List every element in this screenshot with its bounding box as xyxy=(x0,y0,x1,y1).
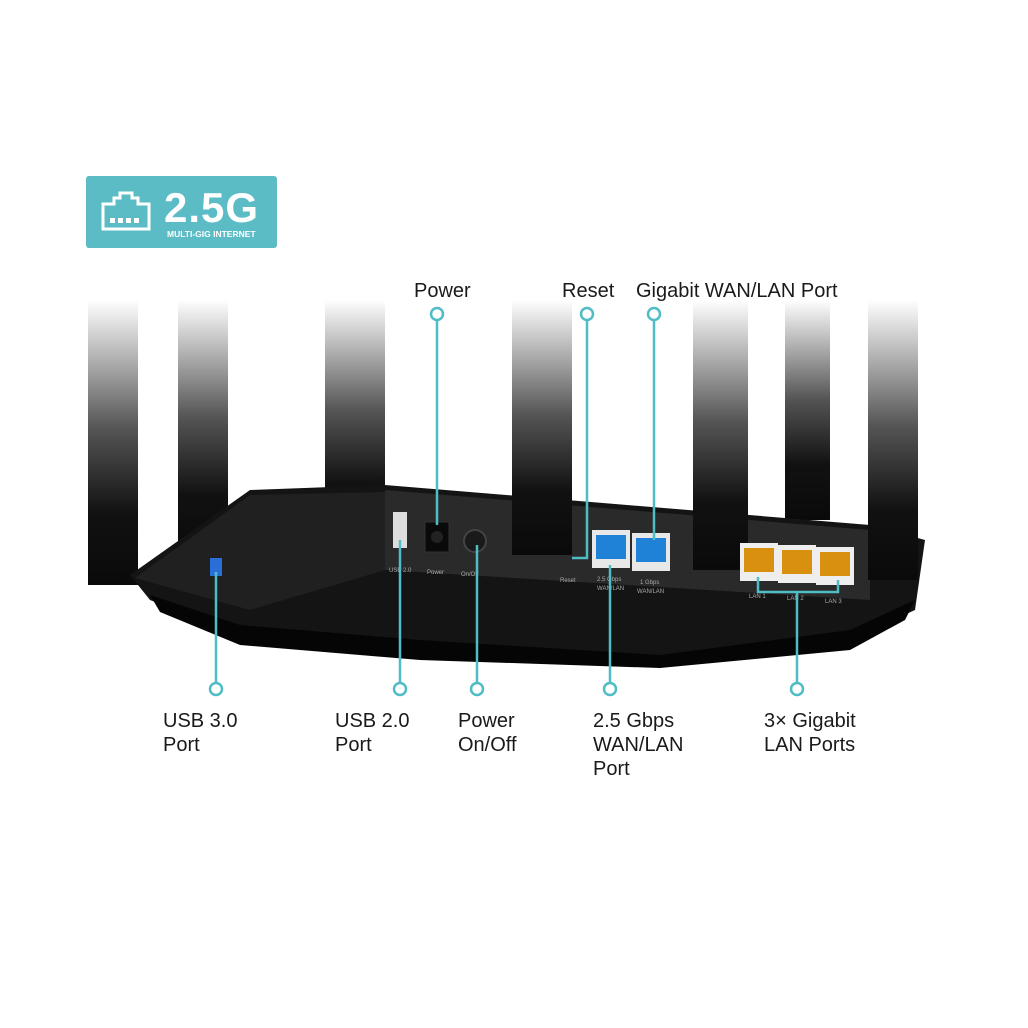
ethernet-port-icon xyxy=(101,191,151,231)
svg-text:1 Gbps: 1 Gbps xyxy=(640,580,659,586)
svg-text:WAN/LAN: WAN/LAN xyxy=(637,589,664,595)
callout-dot-power xyxy=(429,306,445,322)
callout-dot-reset xyxy=(579,306,595,322)
svg-text:LAN 2: LAN 2 xyxy=(787,596,804,602)
label-reset: Reset xyxy=(562,280,615,302)
usb2-port xyxy=(393,512,407,548)
callout-dot-usb2 xyxy=(392,681,408,697)
badge-speed: 2.5G xyxy=(164,184,260,231)
svg-text:LAN 1: LAN 1 xyxy=(749,594,766,600)
svg-text:Power: Power xyxy=(427,570,444,576)
power-button xyxy=(463,529,487,553)
front-antennas xyxy=(512,300,918,580)
badge-caption: MULTI-GIG INTERNET xyxy=(167,229,256,239)
label-power: Power xyxy=(414,280,471,302)
callout-dot-onoff xyxy=(469,681,485,697)
lan-ports xyxy=(740,543,854,585)
callout-dot-usb3 xyxy=(208,681,224,697)
callout-lines xyxy=(208,306,840,697)
callout-dot-wan25 xyxy=(602,681,618,697)
label-gigabit-wan-lan: Gigabit WAN/LAN Port xyxy=(636,280,838,302)
callout-dot-lan xyxy=(789,681,805,697)
wan-ports xyxy=(592,530,670,571)
usb3-port xyxy=(210,558,222,576)
svg-text:Reset: Reset xyxy=(560,578,576,584)
svg-text:On/Off: On/Off xyxy=(461,572,479,578)
svg-text:LAN 3: LAN 3 xyxy=(825,599,842,605)
callout-dot-gigabit xyxy=(646,306,662,322)
multi-gig-badge: 2.5G MULTI-GIG INTERNET xyxy=(86,176,277,248)
